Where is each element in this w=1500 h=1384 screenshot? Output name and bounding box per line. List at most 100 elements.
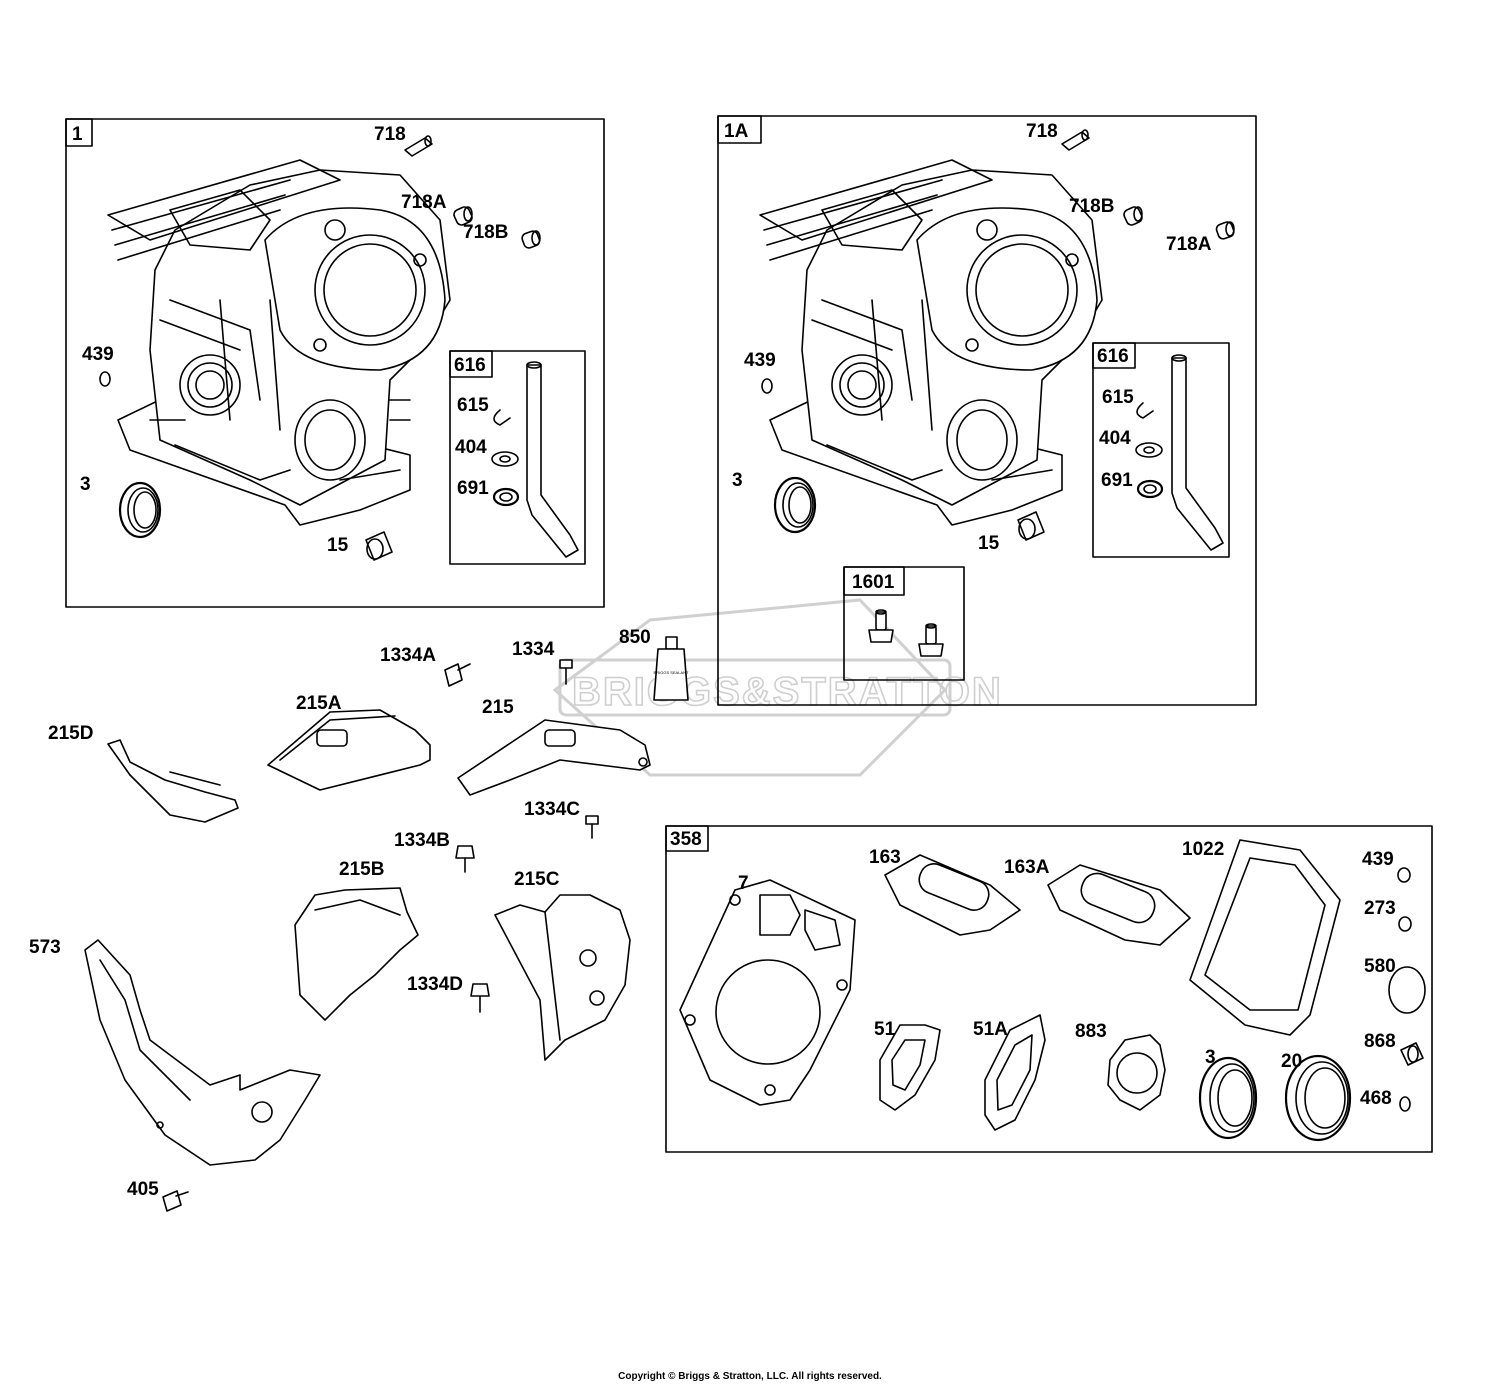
cylinder-block-image-1a — [759, 159, 1103, 526]
part-404-washer — [491, 451, 519, 467]
box-1-616-title: 616 — [454, 355, 486, 376]
part-615-clip — [493, 409, 511, 426]
governor-shaft-image — [526, 364, 579, 558]
part-3-oil-seal — [118, 481, 162, 539]
label-3: 3 — [80, 474, 91, 495]
part-1334b-screw — [455, 845, 475, 873]
part-215c-shield — [494, 894, 631, 1061]
label-439-358: 439 — [1362, 849, 1394, 870]
label-405: 405 — [127, 1179, 159, 1200]
label-3-358: 3 — [1205, 1047, 1216, 1068]
box-1a: 1A — [717, 115, 1257, 706]
label-883: 883 — [1075, 1021, 1107, 1042]
part-1334-screw — [559, 659, 573, 685]
watermark-logo: BRIGGS&STRATTON — [552, 598, 1003, 777]
part-51-gasket — [879, 1024, 941, 1111]
label-1334c: 1334C — [524, 799, 580, 820]
part-15-bushing — [365, 531, 393, 561]
part-1334c-screw — [585, 815, 599, 839]
part-718a-bushing-1a — [1215, 221, 1235, 240]
label-439: 439 — [82, 344, 114, 365]
loose-parts: 1334A 1334 BRIGGS SEALANT 850 215A 215 — [29, 627, 689, 1212]
part-468-oring — [1399, 1096, 1411, 1112]
part-1334a-screw — [444, 663, 471, 687]
label-3-1a: 3 — [732, 470, 743, 491]
cylinder-block-image — [107, 159, 451, 526]
part-615-clip-1a — [1136, 402, 1154, 419]
part-439-oring — [99, 371, 111, 387]
label-1022: 1022 — [1182, 839, 1224, 860]
label-163a: 163A — [1004, 857, 1050, 878]
box-1a-616-title: 616 — [1097, 346, 1129, 367]
part-51a-gasket — [984, 1014, 1046, 1131]
box-1a-sub-1601: 1601 — [843, 566, 965, 681]
label-215: 215 — [482, 697, 514, 718]
label-718b-1a: 718B — [1069, 196, 1114, 217]
label-868: 868 — [1364, 1031, 1396, 1052]
label-273: 273 — [1364, 898, 1396, 919]
box-1-sub-616: 616 615 404 691 — [449, 350, 586, 565]
label-615: 615 — [457, 395, 489, 416]
label-580: 580 — [1364, 956, 1396, 977]
label-573: 573 — [29, 937, 61, 958]
label-404-1a: 404 — [1099, 428, 1131, 449]
part-3-oil-seal-358 — [1198, 1056, 1258, 1140]
part-163-gasket — [884, 854, 1021, 936]
part-7-head-gasket — [679, 879, 856, 1106]
part-691-seal — [492, 487, 520, 507]
part-850-sealant-tube: BRIGGS SEALANT — [653, 636, 689, 701]
label-718a: 718A — [401, 192, 447, 213]
part-404-washer-1a — [1135, 442, 1163, 458]
part-215-shield — [457, 719, 651, 796]
part-1022-gasket — [1189, 839, 1341, 1036]
label-718: 718 — [374, 124, 406, 145]
box-358-title: 358 — [670, 829, 702, 850]
part-573-guard — [84, 939, 321, 1166]
part-439-oring-358 — [1397, 867, 1411, 883]
label-51a: 51A — [973, 1019, 1008, 1040]
part-273-oring — [1398, 916, 1412, 932]
label-850: 850 — [619, 627, 651, 648]
label-7: 7 — [738, 873, 749, 894]
part-163a-gasket — [1047, 864, 1191, 946]
part-405-screw — [162, 1190, 189, 1212]
label-215d: 215D — [48, 723, 93, 744]
label-615-1a: 615 — [1102, 387, 1134, 408]
label-439-1a: 439 — [744, 350, 776, 371]
label-718b: 718B — [463, 222, 508, 243]
label-1334: 1334 — [512, 639, 555, 660]
box-1-title: 1 — [72, 124, 83, 145]
part-215b-shield — [294, 887, 419, 1021]
part-1601-screw-right — [918, 623, 944, 657]
label-15-1a: 15 — [978, 533, 1000, 554]
part-580-oring — [1388, 966, 1426, 1014]
part-20-oil-seal — [1284, 1054, 1352, 1142]
label-691-1a: 691 — [1101, 470, 1133, 491]
part-439-oring-1a — [761, 378, 773, 394]
label-718a-1a: 718A — [1166, 234, 1212, 255]
label-15: 15 — [327, 535, 349, 556]
watermark-text: BRIGGS&STRATTON — [572, 670, 1003, 714]
label-215b: 215B — [339, 859, 384, 880]
part-718-pin-1a — [1061, 129, 1090, 151]
label-20: 20 — [1281, 1051, 1302, 1072]
part-1601-screw-left — [868, 609, 894, 643]
label-51: 51 — [874, 1019, 896, 1040]
label-718-1a: 718 — [1026, 121, 1058, 142]
part-718-pin — [404, 135, 433, 157]
tube-label: BRIGGS SEALANT — [654, 670, 689, 675]
box-1a-sub-616: 616 615 404 691 — [1092, 342, 1230, 558]
part-15-bushing-1a — [1017, 511, 1045, 541]
part-215a-shield — [267, 709, 431, 791]
label-691: 691 — [457, 478, 489, 499]
box-1601-title: 1601 — [852, 572, 895, 593]
label-1334a: 1334A — [380, 645, 436, 666]
copyright-text: Copyright © Briggs & Stratton, LLC. All … — [618, 1371, 882, 1382]
part-718b-bushing-1a — [1123, 206, 1143, 226]
label-1334b: 1334B — [394, 830, 450, 851]
label-163: 163 — [869, 847, 901, 868]
part-1334d-screw — [470, 983, 490, 1013]
part-718a-bushing — [453, 206, 473, 226]
label-404: 404 — [455, 437, 487, 458]
